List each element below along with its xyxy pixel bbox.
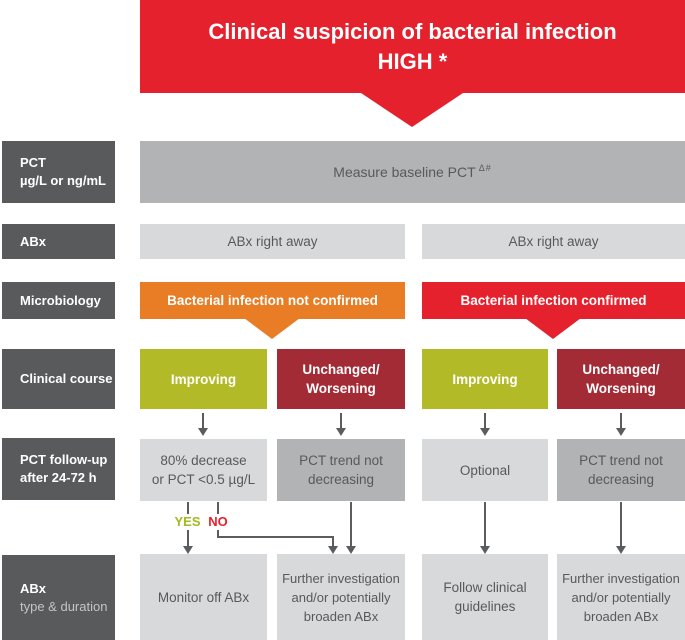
infection-confirmed-box: Bacterial infection confirmed	[422, 282, 685, 319]
down-arrow	[340, 413, 342, 428]
further-investigation-text: broaden ABx	[583, 608, 659, 624]
row-label-microbiology: Microbiology	[2, 282, 115, 319]
further-investigation-text: Further investigation	[562, 570, 680, 586]
further-investigation-text: and/or potentially	[571, 589, 671, 605]
down-arrow	[620, 413, 622, 428]
improving-text: Improving	[452, 371, 518, 387]
follow-guidelines-box: Follow clinical guidelines	[422, 554, 548, 640]
no-branch-stub	[217, 502, 219, 514]
row-label-clinical-course: Clinical course	[2, 349, 115, 409]
pct-decrease-text: or PCT <0.5 µg/L	[151, 472, 256, 487]
monitor-off-abx-text: Monitor off ABx	[157, 589, 250, 605]
down-arrowhead-icon	[616, 546, 626, 554]
row-label-pct-followup: PCT follow-up after 24-72 h	[2, 438, 115, 500]
pct-not-decreasing-left-box: PCT trend not decreasing	[277, 439, 405, 501]
row-label-text: PCT	[20, 155, 46, 170]
down-arrow	[620, 502, 622, 546]
banner-down-notch-icon	[361, 93, 463, 127]
improving-right-box: Improving	[422, 349, 548, 409]
orange-down-notch-icon	[244, 318, 300, 339]
unchanged-worsening-right-box: Unchanged/ Worsening	[557, 349, 685, 409]
row-label-text: ABx	[20, 233, 47, 249]
down-arrowhead-icon	[183, 546, 193, 554]
abx-right-away-text: ABx right away	[227, 234, 318, 249]
unchanged-text: Unchanged/	[582, 362, 660, 377]
monitor-off-abx-box: Monitor off ABx	[140, 554, 267, 640]
banner-subtitle-high: HIGH *	[377, 48, 448, 74]
row-label-text: Microbiology	[20, 292, 101, 308]
further-investigation-text: and/or potentially	[291, 589, 391, 605]
abx-right-away-right-box: ABx right away	[422, 224, 685, 259]
improving-left-box: Improving	[140, 349, 267, 409]
worsening-text: Worsening	[586, 381, 656, 396]
down-arrowhead-icon	[616, 428, 626, 436]
optional-text: Optional	[459, 462, 511, 478]
banner-title: Clinical suspicion of bacterial infectio…	[208, 18, 617, 44]
abx-right-away-text: ABx right away	[508, 234, 599, 249]
optional-box: Optional	[422, 439, 548, 501]
row-label-text: ABx	[20, 580, 47, 596]
improving-text: Improving	[170, 371, 237, 387]
pct-not-decreasing-text: PCT trend not	[579, 453, 663, 468]
further-investigation-right-box: Further investigation and/or potentially…	[557, 554, 685, 640]
down-arrow	[484, 413, 486, 428]
pct-decrease-box: 80% decrease or PCT <0.5 µg/L	[140, 439, 267, 501]
down-arrow	[484, 502, 486, 546]
row-label-text: PCT follow-up	[20, 452, 108, 467]
measure-baseline-superscript: Δ#	[478, 162, 492, 173]
follow-guidelines-text: guidelines	[454, 599, 516, 614]
no-label: NO	[208, 514, 228, 529]
unchanged-text: Unchanged/	[302, 362, 380, 377]
infection-not-confirmed-text: Bacterial infection not confirmed	[167, 293, 378, 308]
down-arrow	[350, 502, 352, 546]
row-label-text: Clinical course	[20, 371, 113, 386]
down-arrowhead-icon	[480, 546, 490, 554]
no-branch-line	[332, 538, 334, 546]
pct-decrease-text: 80% decrease	[160, 453, 247, 468]
down-arrowhead-icon	[480, 428, 490, 436]
down-arrowhead-icon	[328, 546, 338, 554]
yes-down-arrow	[187, 530, 189, 546]
pct-not-decreasing-text: decreasing	[587, 472, 655, 487]
infection-not-confirmed-box: Bacterial infection not confirmed	[140, 282, 405, 319]
no-branch-line	[217, 536, 334, 538]
row-label-pct-units: PCT µg/L or ng/mL	[2, 141, 115, 203]
yes-branch-stub	[187, 502, 189, 514]
pct-not-decreasing-right-box: PCT trend not decreasing	[557, 439, 685, 501]
abx-right-away-left-box: ABx right away	[140, 224, 405, 259]
row-label-abx: ABx	[2, 224, 115, 259]
down-arrow	[202, 413, 204, 428]
further-investigation-text: Further investigation	[282, 570, 400, 586]
unchanged-worsening-left-box: Unchanged/ Worsening	[277, 349, 405, 409]
pct-not-decreasing-text: PCT trend not	[299, 453, 383, 468]
further-investigation-text: broaden ABx	[303, 608, 379, 624]
down-arrowhead-icon	[336, 428, 346, 436]
further-investigation-left-box: Further investigation and/or potentially…	[277, 554, 405, 640]
down-arrowhead-icon	[346, 546, 356, 554]
infection-confirmed-text: Bacterial infection confirmed	[460, 293, 647, 308]
banner-clinical-suspicion: Clinical suspicion of bacterial infectio…	[140, 0, 685, 93]
no-branch-line	[217, 530, 219, 538]
row-label-text: µg/L or ng/mL	[20, 173, 106, 188]
worsening-text: Worsening	[306, 381, 376, 396]
down-arrowhead-icon	[198, 428, 208, 436]
row-label-subtext: type & duration	[20, 598, 108, 614]
follow-guidelines-text: Follow clinical	[443, 580, 527, 595]
red-down-notch-icon	[525, 318, 581, 339]
row-label-text: after 24-72 h	[20, 470, 97, 485]
row-label-abx-type-duration: ABx type & duration	[2, 555, 115, 640]
pct-not-decreasing-text: decreasing	[307, 472, 375, 487]
yes-label: YES	[174, 514, 201, 529]
